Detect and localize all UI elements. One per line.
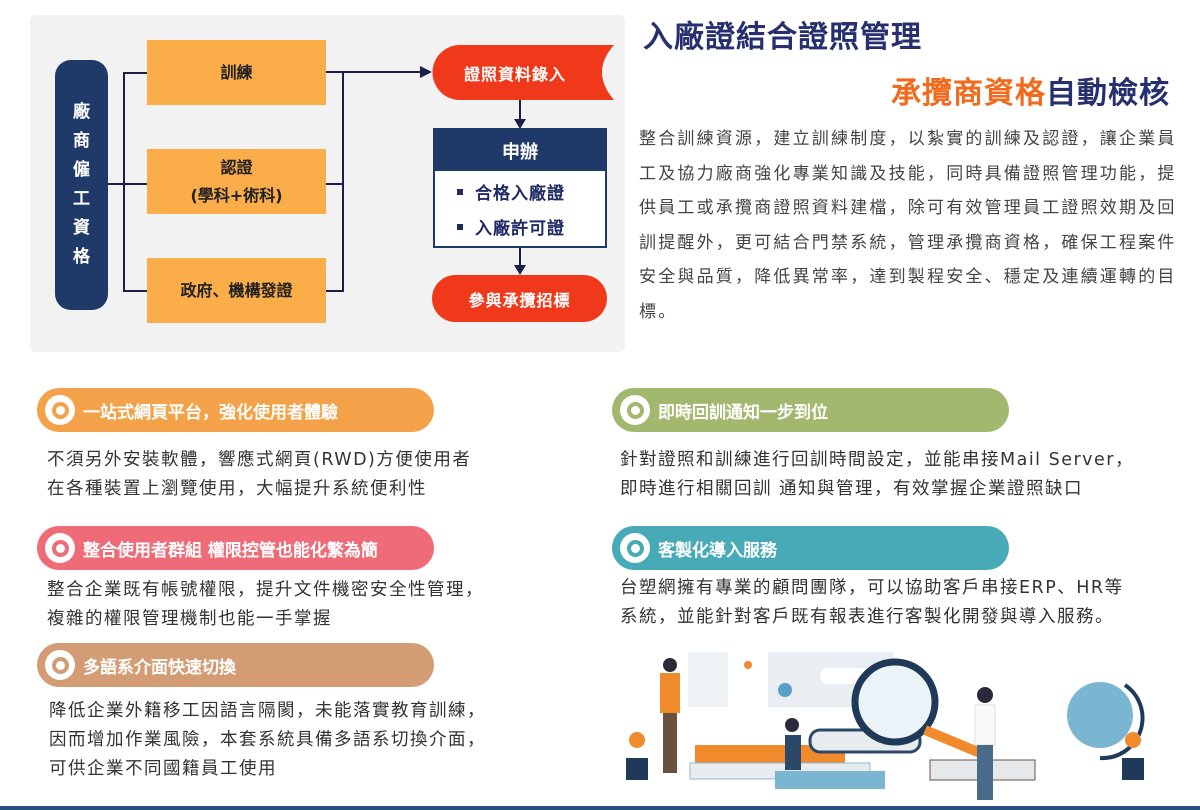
feature-title: 客製化導入服務 xyxy=(658,540,777,561)
entry-text: 證照資料錄入 xyxy=(463,64,566,84)
box-label: 政府、機構發證 xyxy=(180,280,293,300)
intro-paragraph: 整合訓練資源，建立訓練制度，以紮實的訓練及認證，讓企業員工及協力廠商強化專業知識… xyxy=(639,129,1177,322)
feature-retraining-notice: 即時回訓通知一步到位 針對證照和訓練進行回訓時間設定，並能串接Mail Serv… xyxy=(612,388,1134,504)
entry-label: 證照資料錄入 xyxy=(440,45,590,100)
molecule-icon xyxy=(744,661,752,669)
feature-web-platform: 一站式網頁平台，強化使用者體驗 不須另外安裝軟體，響應式網頁(RWD)方便使用者… xyxy=(37,388,471,504)
feature-line: 整合企業既有帳號權限，提升文件機密安全性管理， xyxy=(47,580,484,600)
man-laptop-figure xyxy=(785,735,801,770)
page-subtitle: 承攬商資格自動檢核 xyxy=(891,68,1170,112)
circle-bullet-icon xyxy=(45,533,75,563)
book-icon xyxy=(775,771,885,789)
label-char: 僱 xyxy=(73,160,90,180)
page-title: 入廠證結合證照管理 xyxy=(643,20,922,55)
flow-connectors xyxy=(108,45,614,292)
book-icon xyxy=(695,745,845,763)
apply-header: 申辦 xyxy=(435,130,605,171)
circle-bullet-icon xyxy=(620,395,650,425)
man-standing-figure xyxy=(974,704,996,746)
feature-line: 不須另外安裝軟體，響應式網頁(RWD)方便使用者 xyxy=(47,450,472,470)
feature-line: 系統，並能針對客戶既有報表進行客製化開發與導入服務。 xyxy=(620,607,1114,627)
entry-shape xyxy=(432,45,614,100)
arrow-down-icon xyxy=(514,119,526,129)
globe-small-icon xyxy=(778,683,792,697)
label-char: 廠 xyxy=(73,102,90,122)
document-icon xyxy=(688,652,728,707)
research-illustration xyxy=(626,652,1145,800)
feature-pill: 即時回訓通知一步到位 xyxy=(612,388,1009,432)
apply-item: 合格入廠證 xyxy=(435,174,605,209)
apply-item-label: 合格入廠證 xyxy=(475,184,565,204)
circle-bullet-icon xyxy=(45,395,75,425)
box-sublabel: (學科+術科) xyxy=(190,185,283,205)
feature-multilingual: 多語系介面快速切換 降低企業外籍移工因語言隔閡，未能落實教育訓練， 因而增加作業… xyxy=(37,643,486,784)
feature-body: 降低企業外籍移工因語言隔閡，未能落實教育訓練， 因而增加作業風險，本套系統具備多… xyxy=(49,697,486,784)
label-char: 商 xyxy=(73,131,90,151)
feature-body: 針對證照和訓練進行回訓時間設定，並能串接Mail Server， 即時進行相關回… xyxy=(620,446,1134,504)
feature-line: 可供企業不同國籍員工使用 xyxy=(49,759,277,779)
plant-pot-icon xyxy=(626,758,648,780)
feature-pill: 整合使用者群組 權限控管也能化繁為簡 xyxy=(37,526,434,570)
feature-custom-service: 客製化導入服務 台塑網擁有專業的顧問團隊，可以協助客戶串接ERP、HR等 系統，… xyxy=(612,526,1124,632)
feature-line: 台塑網擁有專業的顧問團隊，可以協助客戶串接ERP、HR等 xyxy=(620,578,1124,598)
feature-line: 在各種裝置上瀏覽使用，大幅提升系統便利性 xyxy=(47,479,427,499)
feature-line: 降低企業外籍移工因語言隔閡，未能落實教育訓練， xyxy=(49,701,486,721)
feature-line: 因而增加作業風險，本套系統具備多語系切換介面， xyxy=(49,730,486,750)
subtitle-highlight: 承攬商資格 xyxy=(891,76,1046,111)
arrow-down-icon xyxy=(514,265,526,275)
circle-bullet-icon xyxy=(620,533,650,563)
feature-title: 整合使用者群組 權限控管也能化繁為簡 xyxy=(83,540,378,561)
box-certification: 認證 (學科+術科) xyxy=(147,149,326,214)
feature-pill: 多語系介面快速切換 xyxy=(37,643,434,687)
feature-title: 多語系介面快速切換 xyxy=(83,657,236,678)
feature-body: 不須另外安裝軟體，響應式網頁(RWD)方便使用者 在各種裝置上瀏覽使用，大幅提升… xyxy=(47,446,471,504)
globe-icon xyxy=(1067,682,1133,748)
bottom-divider xyxy=(0,806,1200,810)
subtitle-rest: 自動檢核 xyxy=(1046,76,1170,111)
label-char: 格 xyxy=(73,247,90,267)
apply-box: 申辦 合格入廠證 入廠許可證 xyxy=(433,128,607,248)
feature-line: 即時進行相關回訓 通知與管理，有效掌握企業證照缺口 xyxy=(620,479,1084,499)
label-char: 資 xyxy=(73,218,90,238)
feature-line: 針對證照和訓練進行回訓時間設定，並能串接Mail Server， xyxy=(620,450,1134,470)
plant-pot-icon xyxy=(1122,758,1144,780)
circle-bullet-icon xyxy=(45,650,75,680)
box-government-issued: 政府、機構發證 xyxy=(147,258,326,323)
bid-pill: 參與承攬招標 xyxy=(432,275,607,322)
feature-pill: 客製化導入服務 xyxy=(612,526,1009,570)
bullet-icon xyxy=(457,188,463,195)
box-training: 訓練 xyxy=(147,40,326,105)
feature-title: 一站式網頁平台，強化使用者體驗 xyxy=(83,402,338,423)
apply-item-label: 入廠許可證 xyxy=(475,219,565,239)
feature-body: 台塑網擁有專業的顧問團隊，可以協助客戶串接ERP、HR等 系統，並能針對客戶既有… xyxy=(620,574,1124,632)
feature-body: 整合企業既有帳號權限，提升文件機密安全性管理， 複雜的權限管理機制也能一手掌握 xyxy=(47,576,484,634)
bullet-icon xyxy=(457,223,463,230)
feature-user-groups: 整合使用者群組 權限控管也能化繁為簡 整合企業既有帳號權限，提升文件機密安全性管… xyxy=(37,526,484,634)
bid-label: 參與承攬招標 xyxy=(468,290,571,310)
box-label: 訓練 xyxy=(220,62,253,82)
woman-figure xyxy=(660,673,680,713)
label-char: 工 xyxy=(73,189,90,209)
feature-pill: 一站式網頁平台，強化使用者體驗 xyxy=(37,388,434,432)
magnifier-icon xyxy=(851,658,939,746)
apply-item: 入廠許可證 xyxy=(435,209,605,244)
vendor-employee-qualification-label: 廠 商 僱 工 資 格 xyxy=(55,60,108,310)
feature-line: 複雜的權限管理機制也能一手掌握 xyxy=(47,609,332,629)
feature-title: 即時回訓通知一步到位 xyxy=(658,402,828,423)
box-label: 認證 xyxy=(220,157,253,177)
arrow-right-icon xyxy=(420,66,432,78)
